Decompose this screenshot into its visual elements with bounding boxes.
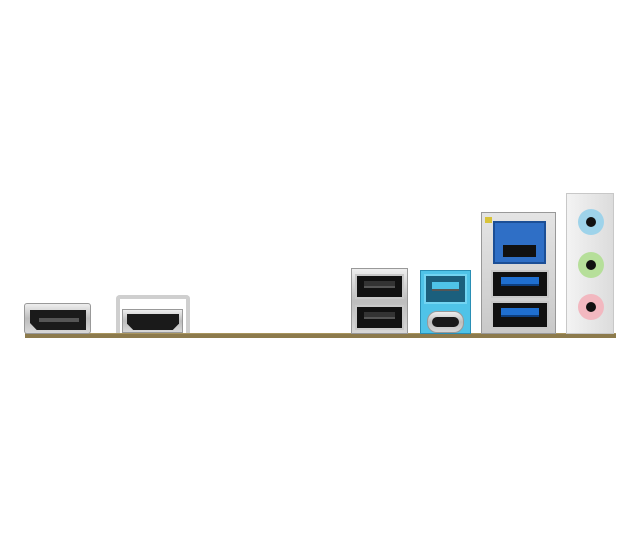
audio-jack-icon[interactable] (578, 294, 604, 320)
usb-port[interactable] (355, 305, 404, 330)
displayport-port[interactable] (24, 303, 91, 334)
audio-jack-icon[interactable] (578, 252, 604, 278)
hdmi-port[interactable] (122, 309, 183, 333)
usb-port[interactable] (355, 274, 404, 299)
lan-usb3-stack (481, 212, 556, 334)
usb3-port[interactable] (491, 270, 549, 298)
audio-panel (566, 193, 614, 334)
usb2-stack (351, 268, 408, 334)
hdmi-icon (127, 314, 179, 330)
hdmi-bracket (116, 295, 190, 333)
usb-c-icon (432, 317, 459, 327)
usb-port[interactable] (424, 274, 467, 304)
ethernet-icon (503, 245, 536, 257)
led-yellow (485, 217, 492, 223)
usb-combo (420, 270, 471, 334)
audio-jack-icon[interactable] (578, 209, 604, 235)
usb-c-port[interactable] (427, 311, 464, 333)
pcb-edge (25, 333, 616, 338)
ethernet-port[interactable] (485, 217, 546, 264)
usb3-port[interactable] (491, 301, 549, 329)
